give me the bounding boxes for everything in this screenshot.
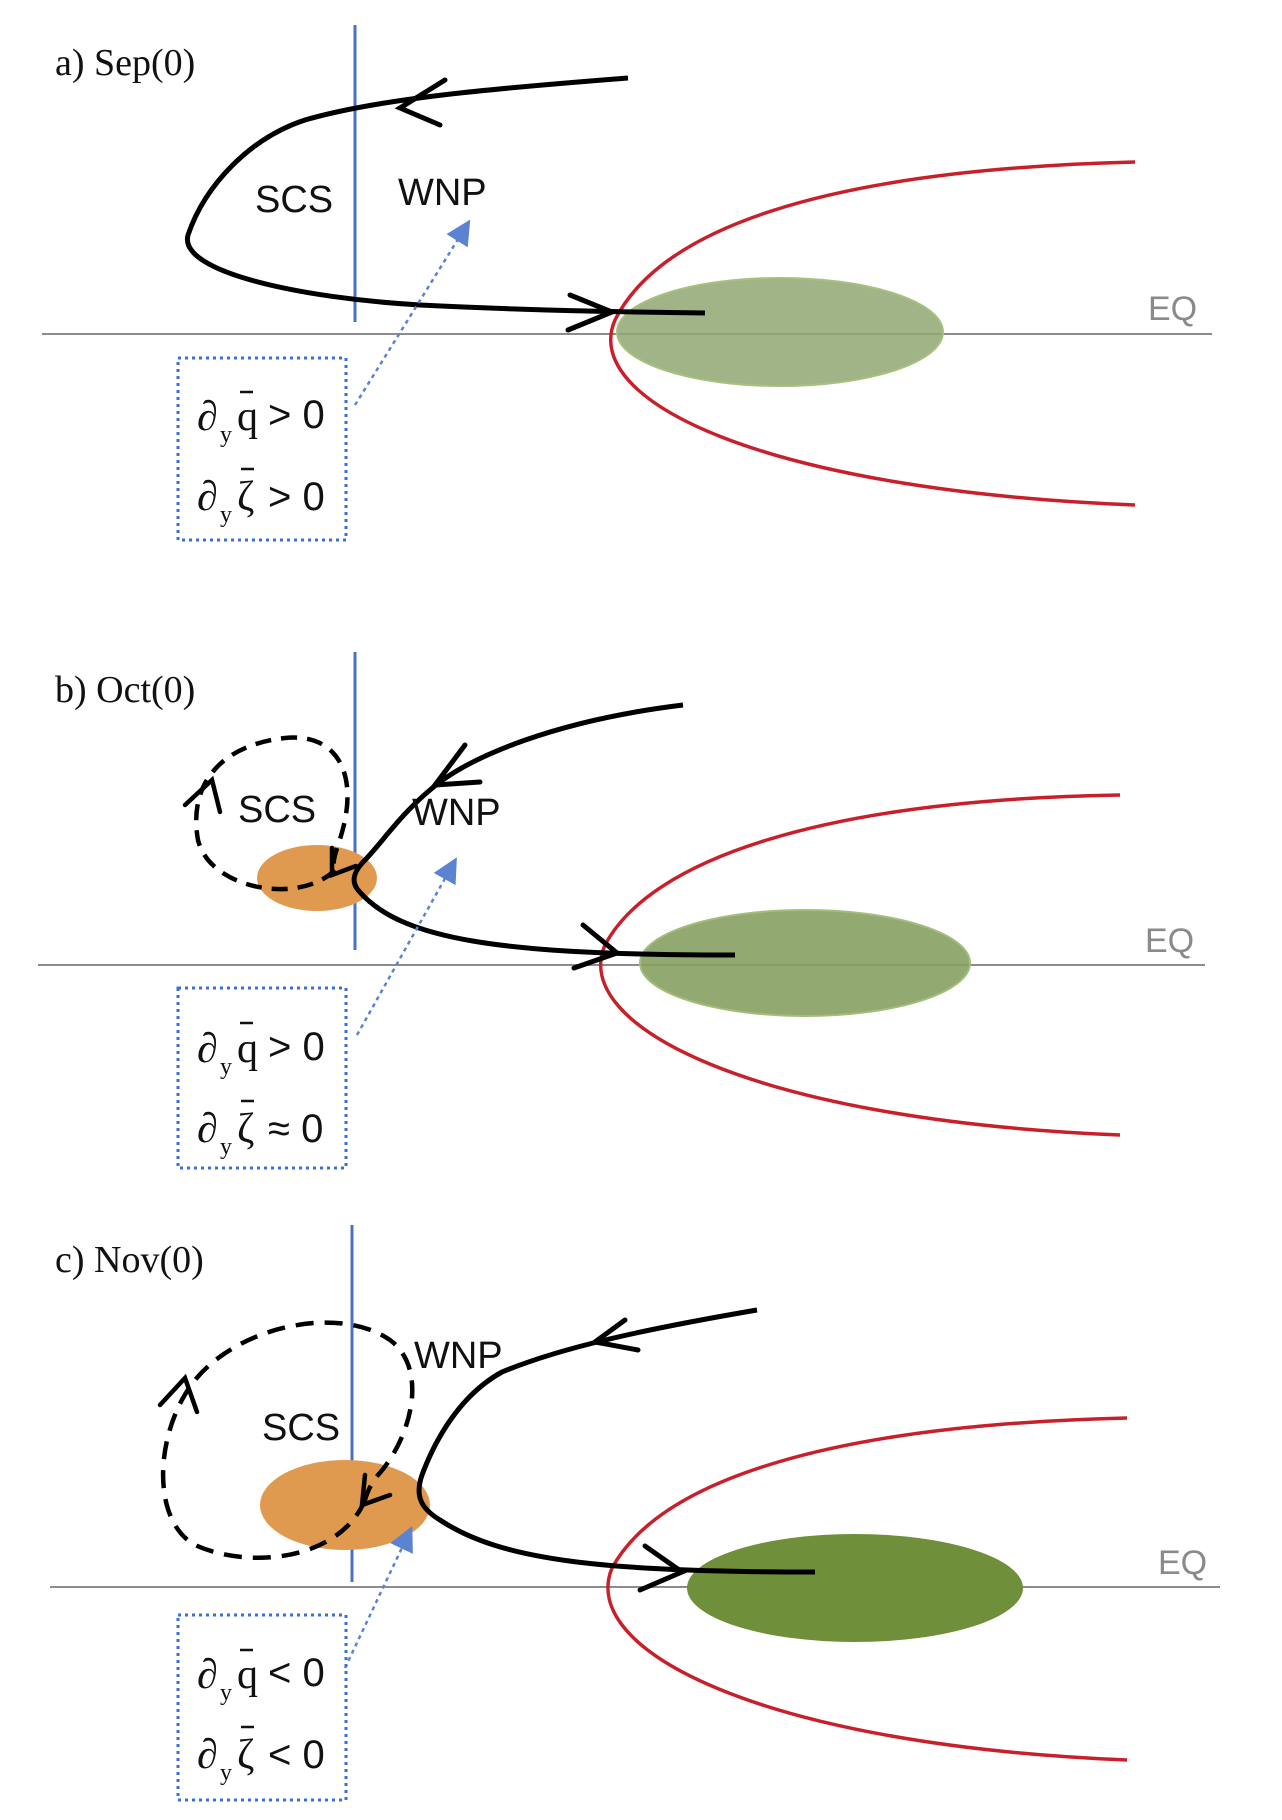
moisture-gradient-relation: > 0 (268, 393, 325, 437)
flow-arrowhead (394, 77, 448, 128)
gradient-condition-box (176, 986, 348, 1170)
green-anomaly-ellipse (639, 909, 971, 1017)
moisture-gradient-expression: ∂ y q < 0 (197, 1648, 325, 1706)
equator-label: EQ (1148, 290, 1197, 328)
moisture-gradient-relation: < 0 (268, 1651, 325, 1695)
pointer-arrow (353, 219, 471, 406)
vorticity-gradient-relation: < 0 (268, 1733, 325, 1777)
svg-text:∂: ∂ (197, 1106, 218, 1152)
svg-text:ζ: ζ (237, 1106, 254, 1152)
region-label-scs: SCS (255, 179, 333, 221)
svg-text:y: y (220, 502, 232, 528)
svg-text:y: y (220, 1680, 232, 1706)
flow-arrowhead (565, 292, 619, 333)
region-label-scs: SCS (238, 789, 316, 831)
svg-text:y: y (220, 1760, 232, 1786)
gradient-condition-box (176, 356, 348, 542)
flow-arrowhead (588, 1317, 641, 1353)
region-label-wnp: WNP (412, 792, 501, 834)
moisture-gradient-expression: ∂ y q > 0 (197, 390, 325, 448)
flow-arrowhead (571, 922, 623, 971)
anomaly-boundary-curve (606, 1416, 1128, 1762)
svg-text:∂: ∂ (197, 394, 218, 440)
equator-label: EQ (1158, 1544, 1207, 1582)
trade-wind-flow-path (416, 1307, 816, 1575)
equator-label: EQ (1145, 922, 1194, 960)
svg-text:∂: ∂ (197, 1652, 218, 1698)
moisture-gradient-expression: ∂ y q > 0 (197, 1021, 325, 1080)
panel-sep: a) Sep(0) EQ SCS WNP ∂ y q > 0 ∂ y ζ > 0 (42, 25, 1212, 542)
vorticity-gradient-expression: ∂ y ζ < 0 (197, 1725, 325, 1786)
flow-arrowhead (182, 775, 223, 815)
region-label-wnp: WNP (414, 1335, 503, 1377)
svg-text:∂: ∂ (197, 474, 218, 520)
vorticity-gradient-relation: ≈ 0 (268, 1107, 323, 1151)
svg-text:q: q (237, 1026, 258, 1072)
flow-arrowhead (637, 1543, 688, 1593)
trade-wind-flow-path (351, 702, 736, 958)
svg-text:y: y (220, 1134, 232, 1160)
gradient-condition-box (176, 1613, 348, 1802)
svg-text:ζ: ζ (237, 1732, 254, 1778)
svg-text:∂: ∂ (197, 1026, 218, 1072)
orange-heating-ellipse (257, 845, 377, 911)
svg-text:ζ: ζ (237, 474, 254, 520)
anomaly-boundary-curve (608, 160, 1136, 507)
pointer-arrow (355, 857, 457, 1036)
moisture-gradient-relation: > 0 (268, 1025, 325, 1069)
svg-text:q: q (237, 1652, 258, 1698)
vorticity-gradient-expression: ∂ y ζ > 0 (197, 467, 325, 528)
svg-text:y: y (220, 422, 232, 448)
pointer-arrow (343, 1525, 413, 1669)
region-label-wnp: WNP (398, 172, 487, 214)
flow-arrowhead (157, 1373, 200, 1415)
panel-oct: b) Oct(0) EQ SCS WNP ∂ y q > 0 ∂ y ζ (38, 652, 1205, 1170)
panel-title: c) Nov(0) (55, 1239, 204, 1281)
panel-title: a) Sep(0) (55, 42, 195, 84)
svg-text:∂: ∂ (197, 1732, 218, 1778)
panel-title: b) Oct(0) (55, 669, 195, 711)
dashed-circulation-loop (160, 1320, 415, 1561)
orange-heating-ellipse (260, 1460, 430, 1550)
svg-text:y: y (220, 1054, 232, 1080)
svg-text:q: q (237, 394, 258, 440)
region-label-scs: SCS (262, 1407, 340, 1449)
panel-nov: c) Nov(0) EQ SCS WNP ∂ y q < 0 ∂ y ζ (50, 1225, 1220, 1802)
vorticity-gradient-expression: ∂ y ζ ≈ 0 (197, 1099, 323, 1160)
green-anomaly-ellipse (687, 1534, 1023, 1642)
flow-arrowhead (329, 845, 359, 879)
vorticity-gradient-relation: > 0 (268, 475, 325, 519)
flow-arrowhead (359, 1472, 393, 1509)
green-anomaly-ellipse (616, 277, 944, 387)
flow-arrowhead (429, 742, 483, 788)
